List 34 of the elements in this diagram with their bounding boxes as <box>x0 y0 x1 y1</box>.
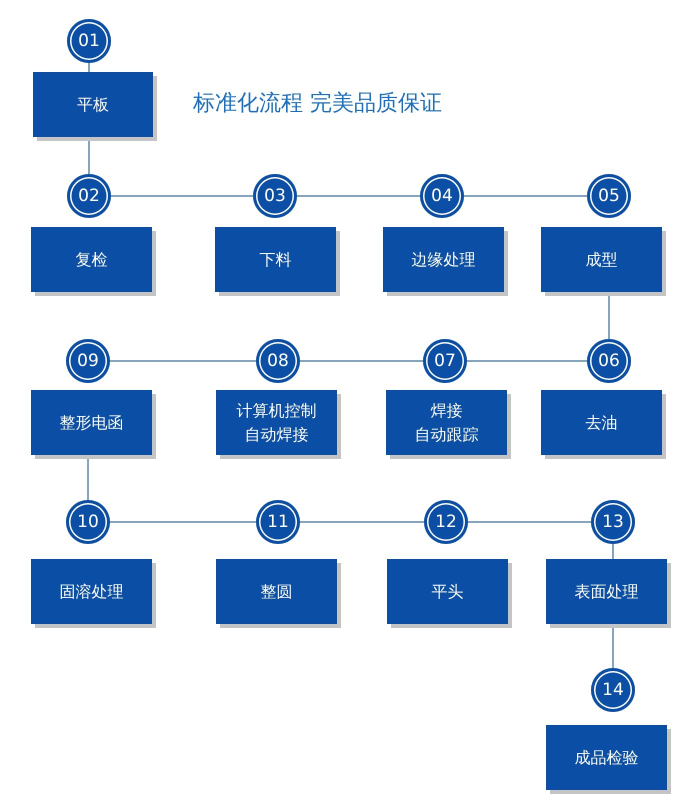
process-box: 计算机控制自动焊接 <box>216 390 337 455</box>
step-number-circle: 11 <box>256 500 300 544</box>
step-number-circle: 04 <box>420 174 464 218</box>
process-box: 平板 <box>33 72 153 137</box>
step-number-circle: 08 <box>256 339 300 383</box>
step-number-circle: 14 <box>591 668 635 712</box>
connector-line <box>110 360 256 362</box>
step-number-circle: 03 <box>253 174 297 218</box>
process-box: 成品检验 <box>546 725 667 790</box>
step-number-circle: 05 <box>587 174 631 218</box>
step-number-circle: 10 <box>66 500 110 544</box>
step-number-circle: 13 <box>591 500 635 544</box>
step-number-circle: 06 <box>587 339 631 383</box>
process-box: 平头 <box>387 559 508 624</box>
process-box: 整圆 <box>216 559 337 624</box>
connector-line <box>612 544 614 560</box>
connector-line <box>88 62 90 72</box>
process-box: 成型 <box>541 227 662 292</box>
connector-line <box>466 360 588 362</box>
process-box: 表面处理 <box>546 559 667 624</box>
step-number-circle: 12 <box>424 500 468 544</box>
step-number-circle: 02 <box>67 174 111 218</box>
process-box: 下料 <box>215 227 336 292</box>
process-box: 固溶处理 <box>31 559 152 624</box>
process-box: 复检 <box>31 227 152 292</box>
process-box: 去油 <box>541 390 662 455</box>
title: 标准化流程 完美品质保证 <box>193 90 442 118</box>
step-number-circle: 09 <box>66 339 110 383</box>
process-box: 焊接自动跟踪 <box>386 390 507 455</box>
connector-line <box>300 360 424 362</box>
step-number-circle: 01 <box>67 19 111 63</box>
step-number-circle: 07 <box>423 339 467 383</box>
process-box: 边缘处理 <box>383 227 504 292</box>
process-box: 整形电函 <box>31 390 152 455</box>
